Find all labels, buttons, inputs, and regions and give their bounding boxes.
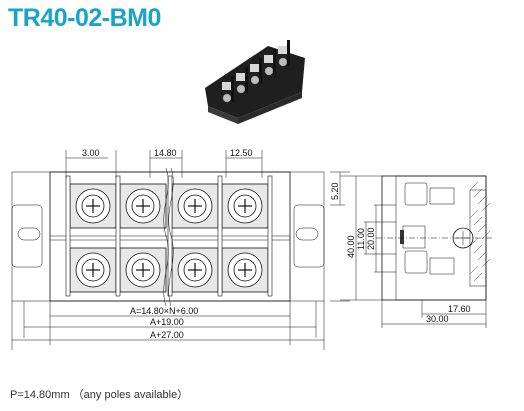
screw-head-icon (86, 199, 100, 213)
product-photo (205, 40, 305, 124)
terminal-cell (69, 247, 117, 293)
product-title: TR40-02-BM0 (8, 4, 161, 32)
screw-head-icon (86, 263, 100, 277)
dim-14-80: 14.80 (154, 148, 177, 158)
separator-rib (65, 175, 71, 297)
side-dimensions-front: 5.20 (330, 171, 350, 302)
screw-head-icon (188, 199, 202, 213)
top-dimensions: 3.00 14.80 12.50 (65, 148, 263, 178)
dim-a-plus-27: A+27.00 (150, 330, 184, 340)
photo-terminal (264, 49, 276, 76)
dim-20: 20.00 (366, 227, 376, 250)
screw-head-icon (188, 263, 202, 277)
terminal-cell (119, 247, 167, 293)
dim-40: 40.00 (346, 235, 356, 258)
terminal-cell (171, 183, 219, 229)
dim-12-50: 12.50 (230, 148, 253, 158)
photo-terminal (278, 40, 290, 67)
separator-rib (267, 175, 273, 297)
screw-head-icon (136, 199, 150, 213)
dim-a-plus-19: A+19.00 (150, 317, 184, 327)
separator-rib (167, 175, 173, 297)
dim-30: 30.00 (426, 314, 449, 324)
dim-17-60: 17.60 (448, 304, 471, 314)
terminal-cell (221, 247, 269, 293)
screw-head-icon (238, 263, 252, 277)
dim-3: 3.00 (82, 148, 100, 158)
dim-5-20: 5.20 (330, 182, 340, 200)
terminal-cell (119, 183, 167, 229)
side-view: 40.00 11.00 20.00 17.60 30.00 (340, 175, 492, 328)
photo-terminal (222, 76, 234, 103)
bottom-dimensions: A=14.80×N+6.00 A+19.00 A+27.00 (11, 301, 325, 350)
terminal-cell (221, 183, 269, 229)
front-view (11, 167, 325, 307)
photo-terminal (250, 58, 262, 85)
dim-a-formula: A=14.80×N+6.00 (130, 306, 198, 316)
photo-terminal (236, 67, 248, 94)
dim-11: 11.00 (356, 228, 366, 250)
screw-head-icon (238, 199, 252, 213)
terminal-cell (69, 183, 117, 229)
terminal-cell (171, 247, 219, 293)
separator-rib (115, 175, 121, 297)
screw-head-icon (136, 263, 150, 277)
separator-rib (217, 175, 223, 297)
pitch-note: P=14.80mm （any poles available） (10, 389, 189, 401)
